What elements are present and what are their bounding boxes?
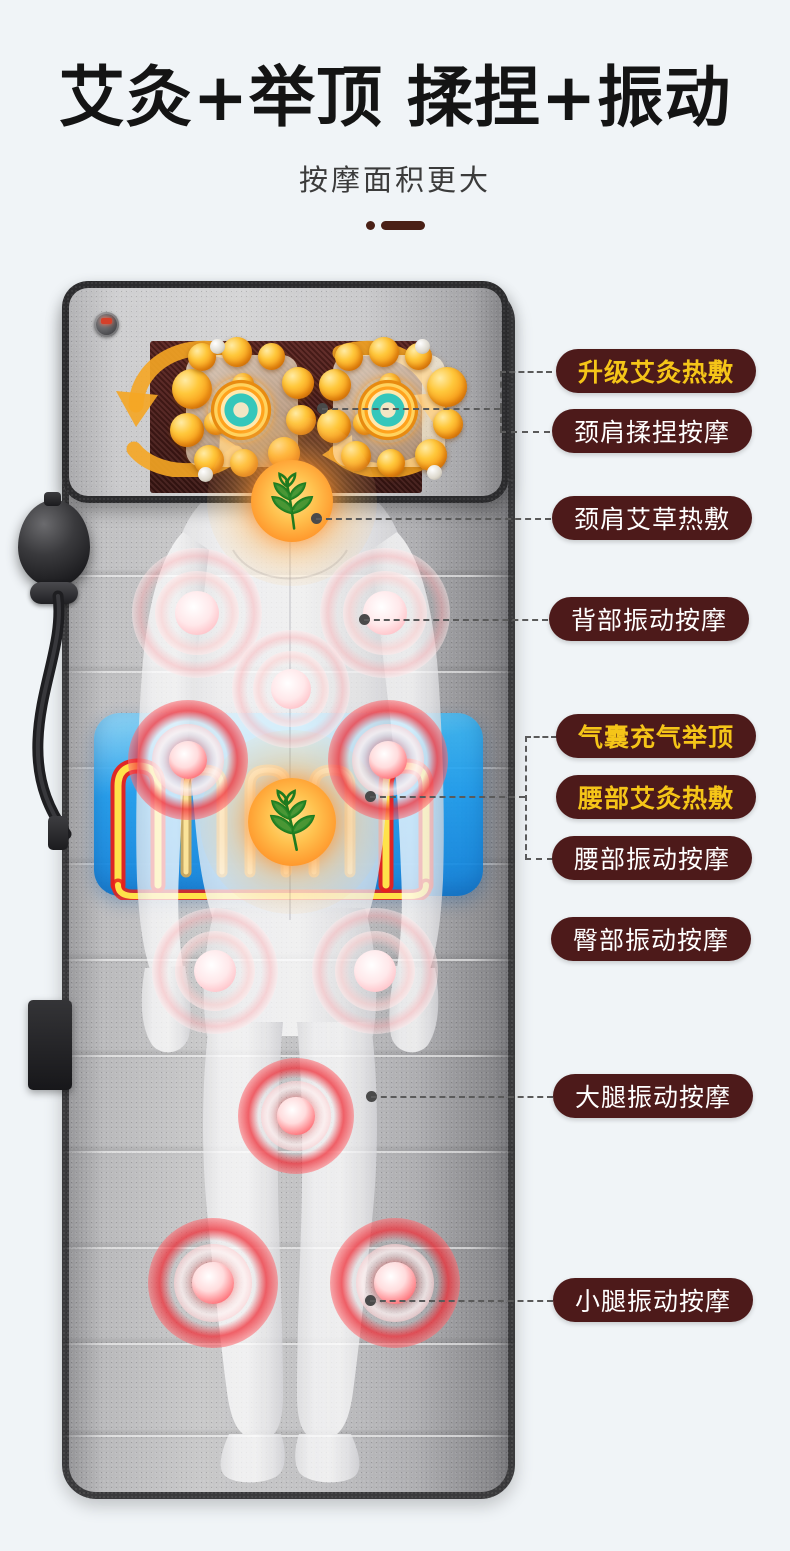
feature-label-lumbar-moxa[interactable]: 腰部艾灸热敷 <box>556 775 757 819</box>
moxa-heat-circle-lumbar <box>200 730 384 914</box>
heat-disc <box>251 460 333 542</box>
connector-neck-bracket-up <box>500 371 502 409</box>
kneading-ball <box>369 337 399 367</box>
connector-lumbar-bracket <box>525 736 527 860</box>
feature-label-calf-vibration[interactable]: 小腿振动按摩 <box>553 1278 754 1322</box>
power-button-icon[interactable] <box>94 312 119 337</box>
quilt-seam <box>62 1247 515 1249</box>
kneading-ball <box>335 343 363 371</box>
feature-label-lumbar-vibration[interactable]: 腰部振动按摩 <box>552 836 753 880</box>
kneading-ball <box>222 337 252 367</box>
connector-neck-lower <box>500 431 550 433</box>
connector-lumbar <box>370 796 525 798</box>
quilt-seam <box>62 1343 515 1345</box>
kneading-ball <box>433 409 463 439</box>
connector-neck-mugwort <box>316 518 551 520</box>
side-storage-pocket <box>28 1000 72 1090</box>
quilt-seam <box>62 1435 515 1437</box>
feature-label-back-vibration[interactable]: 背部振动按摩 <box>549 597 750 641</box>
connector-neck-bracket-down <box>500 408 502 432</box>
kneading-roller-cluster-right <box>317 337 467 487</box>
title-divider <box>0 220 790 230</box>
hose-clip-icon <box>48 816 68 850</box>
divider-bar <box>380 220 425 230</box>
moxa-heat-circle-neck <box>206 415 378 587</box>
roller-hub-icon <box>355 377 421 443</box>
roller-knob <box>210 339 225 354</box>
feature-label-airbag-lift[interactable]: 气囊充气举顶 <box>556 714 757 758</box>
kneading-ball <box>377 449 405 477</box>
connector-lumbar-bottom <box>525 858 553 860</box>
connector-thigh <box>371 1096 553 1098</box>
feature-label-hip-vibration[interactable]: 臀部振动按摩 <box>551 917 752 961</box>
pump-hose <box>32 590 72 840</box>
feature-label-neck-moxa-upgrade[interactable]: 升级艾灸热敷 <box>556 349 757 393</box>
kneading-ball <box>170 413 204 447</box>
header-block: 艾灸+举顶 揉捏+振动 按摩面积更大 <box>0 0 790 230</box>
kneading-ball <box>258 343 285 370</box>
neck-shoulder-massage-pillow <box>62 281 509 503</box>
mugwort-leaf-icon <box>269 788 315 851</box>
connector-neck <box>322 408 500 410</box>
quilt-seam <box>62 1055 515 1057</box>
connector-calf <box>370 1300 553 1302</box>
roller-knob <box>415 339 430 354</box>
connector-lumbar-top <box>525 736 557 738</box>
hand-air-pump[interactable] <box>6 490 116 910</box>
kneading-ball <box>282 367 314 399</box>
page-title: 艾灸+举顶 揉捏+振动 <box>58 59 732 136</box>
feature-label-thigh-vibration[interactable]: 大腿振动按摩 <box>553 1074 754 1118</box>
pump-bulb-icon[interactable] <box>18 492 90 586</box>
kneading-ball <box>319 369 351 401</box>
connector-back <box>364 619 548 621</box>
kneading-ball <box>427 367 467 407</box>
feature-label-neck-knead[interactable]: 颈肩揉捏按摩 <box>552 409 753 453</box>
divider-dot <box>365 220 375 230</box>
feature-label-neck-mugwort[interactable]: 颈肩艾草热敷 <box>552 496 753 540</box>
roller-knob <box>427 465 442 480</box>
page-subtitle: 按摩面积更大 <box>298 162 491 197</box>
kneading-ball <box>172 369 212 409</box>
connector-neck-upper <box>500 371 552 373</box>
mugwort-leaf-icon <box>270 471 314 530</box>
